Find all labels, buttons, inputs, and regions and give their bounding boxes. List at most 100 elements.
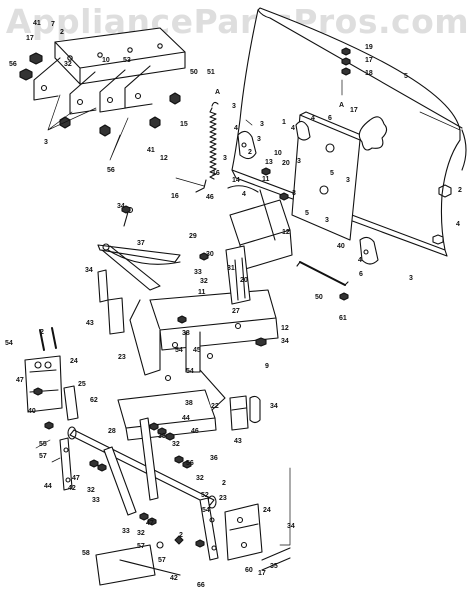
callout-n46b: 46 bbox=[191, 428, 199, 435]
callout-n24a: 24 bbox=[70, 358, 78, 365]
callout-n12c: 12 bbox=[281, 325, 289, 332]
callout-n47a: 47 bbox=[16, 377, 24, 384]
callout-n27a: 27 bbox=[232, 308, 240, 315]
callout-n4a: 4 bbox=[234, 125, 238, 132]
callout-n24b: 24 bbox=[263, 507, 271, 514]
callout-n41a: 41 bbox=[33, 20, 41, 27]
callout-n4c: 4 bbox=[311, 115, 315, 122]
callout-n40b: 40 bbox=[28, 408, 36, 415]
callout-n56c: 56 bbox=[186, 460, 194, 467]
callout-n32a: 32 bbox=[64, 61, 72, 68]
callout-n3d: 3 bbox=[257, 136, 261, 143]
callout-n4e: 4 bbox=[456, 221, 460, 228]
right-side-plates bbox=[224, 395, 291, 571]
callout-n16a: 16 bbox=[171, 193, 179, 200]
callout-n11b: 11 bbox=[198, 289, 206, 296]
callout-n15a: 15 bbox=[180, 121, 188, 128]
callout-n3j: 3 bbox=[409, 275, 413, 282]
callout-n45a: 45 bbox=[193, 347, 201, 354]
callout-n2d: 2 bbox=[40, 329, 44, 336]
callout-n3h: 3 bbox=[346, 177, 350, 184]
callout-n6b: 6 bbox=[359, 271, 363, 278]
pivot-mount bbox=[227, 185, 349, 286]
callout-n30a: 30 bbox=[206, 251, 214, 258]
callout-n34c: 34 bbox=[281, 338, 289, 345]
callout-n57c: 57 bbox=[158, 557, 166, 564]
top-left-bracket bbox=[19, 27, 186, 137]
callout-n32b: 32 bbox=[200, 278, 208, 285]
callout-n54d: 54 bbox=[202, 507, 210, 514]
callout-n56b: 56 bbox=[107, 167, 115, 174]
callout-n20b: 20 bbox=[240, 277, 248, 284]
bottom-left-foot bbox=[95, 535, 184, 586]
callout-n4f: 4 bbox=[358, 257, 362, 264]
callout-n5a: 5 bbox=[404, 73, 408, 80]
callout-n33c: 33 bbox=[92, 497, 100, 504]
callout-n40a: 40 bbox=[337, 243, 345, 250]
callout-n17a: 17 bbox=[26, 35, 34, 42]
callout-n32d: 32 bbox=[87, 487, 95, 494]
callout-nAa: A bbox=[215, 89, 220, 96]
blade-clips bbox=[237, 120, 379, 265]
callout-n25a: 25 bbox=[78, 381, 86, 388]
blade bbox=[231, 7, 467, 257]
callout-n50b: 50 bbox=[315, 294, 323, 301]
callout-n50a: 50 bbox=[190, 69, 198, 76]
callout-n1a: 1 bbox=[282, 119, 286, 126]
callout-n4d: 4 bbox=[242, 191, 246, 198]
callout-n7a: 7 bbox=[51, 21, 55, 28]
callout-n34e: 34 bbox=[287, 523, 295, 530]
callout-n47b: 47 bbox=[72, 475, 80, 482]
callout-n18a: 18 bbox=[365, 70, 373, 77]
callout-n43b: 43 bbox=[234, 438, 242, 445]
callout-n41b: 41 bbox=[147, 147, 155, 154]
callout-n44a: 44 bbox=[182, 415, 190, 422]
callout-n53a: 53 bbox=[123, 57, 131, 64]
callout-n52a: 52 bbox=[201, 492, 209, 499]
callout-n37a: 37 bbox=[137, 240, 145, 247]
callout-n12a: 12 bbox=[160, 155, 168, 162]
callout-n42a: 42 bbox=[68, 485, 76, 492]
hardware-stacks bbox=[33, 47, 351, 548]
callout-n3g: 3 bbox=[292, 190, 296, 197]
callout-n55a: 55 bbox=[39, 441, 47, 448]
callout-n58a: 58 bbox=[82, 550, 90, 557]
callout-n47c: 47 bbox=[146, 520, 154, 527]
callout-n61a: 61 bbox=[339, 315, 347, 322]
callout-n42b: 42 bbox=[170, 575, 178, 582]
callout-n51a: 51 bbox=[207, 69, 215, 76]
callout-n28a: 28 bbox=[108, 428, 116, 435]
callout-n35a: 35 bbox=[270, 563, 278, 570]
callout-n17b: 17 bbox=[365, 57, 373, 64]
callout-n32e: 32 bbox=[196, 475, 204, 482]
callout-n12b: 12 bbox=[282, 229, 290, 236]
callout-n2f: 2 bbox=[179, 532, 183, 539]
callout-n33b: 33 bbox=[158, 433, 166, 440]
callout-n32f: 32 bbox=[137, 530, 145, 537]
callout-n62a: 62 bbox=[90, 397, 98, 404]
lift-arm bbox=[97, 206, 181, 291]
callout-n10b: 10 bbox=[274, 150, 282, 157]
callout-n60a: 60 bbox=[245, 567, 253, 574]
callout-n46a: 46 bbox=[206, 194, 214, 201]
callout-n38b: 38 bbox=[185, 400, 193, 407]
callout-n2e: 2 bbox=[222, 480, 226, 487]
callout-n33d: 33 bbox=[122, 528, 130, 535]
callout-nAb: A bbox=[339, 102, 344, 109]
callout-n34d: 34 bbox=[270, 403, 278, 410]
callout-n44b: 44 bbox=[44, 483, 52, 490]
callout-n3a: 3 bbox=[44, 139, 48, 146]
callout-n17c: 17 bbox=[350, 107, 358, 114]
callout-n5b: 5 bbox=[330, 170, 334, 177]
callout-n43a: 43 bbox=[86, 320, 94, 327]
part-drawings bbox=[19, 7, 467, 586]
callout-n4b: 4 bbox=[291, 125, 295, 132]
callout-n3f: 3 bbox=[223, 155, 227, 162]
left-side-brackets bbox=[24, 269, 125, 421]
callout-n13a: 13 bbox=[265, 159, 273, 166]
callout-n38a: 38 bbox=[182, 330, 190, 337]
callout-n23a: 23 bbox=[118, 354, 126, 361]
callout-n23b: 23 bbox=[219, 495, 227, 502]
